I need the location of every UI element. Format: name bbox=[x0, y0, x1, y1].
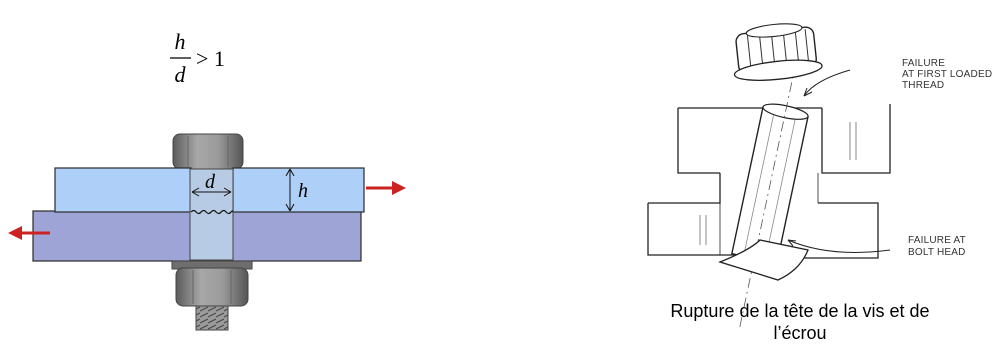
bolt-failure-figure: FAILURE AT FIRST LOADED THREAD FAILURE A… bbox=[560, 0, 1000, 356]
formula-denominator: d bbox=[175, 62, 187, 87]
load-arrow-right bbox=[366, 181, 406, 195]
callout-top-line-2: AT FIRST LOADED bbox=[902, 69, 992, 80]
caption-line-1: Rupture de la tête de la vis et de bbox=[670, 301, 930, 321]
tilted-bolt bbox=[731, 62, 809, 328]
figure-caption: Rupture de la tête de la vis et de l’écr… bbox=[600, 300, 1000, 344]
bolt-thread bbox=[195, 305, 229, 331]
countersunk-head bbox=[718, 239, 809, 281]
formula-numerator: h bbox=[175, 29, 186, 54]
upper-plate-left bbox=[54, 167, 192, 213]
leader-top bbox=[803, 69, 851, 97]
callout-top: FAILURE AT FIRST LOADED THREAD bbox=[902, 58, 992, 91]
height-dimension: h bbox=[285, 168, 308, 212]
diameter-dimension: d bbox=[191, 171, 232, 197]
upper-plate-right bbox=[232, 167, 365, 213]
shear-plane bbox=[190, 209, 233, 215]
flange-nut bbox=[733, 23, 823, 81]
caption-line-2: l’écrou bbox=[773, 323, 827, 343]
leader-bottom bbox=[787, 239, 891, 253]
bolt-joint-figure: h d > 1 bbox=[8, 29, 406, 331]
bolt-failure-drawing: FAILURE AT FIRST LOADED THREAD FAILURE A… bbox=[647, 23, 992, 328]
formula-relation: > 1 bbox=[196, 46, 225, 71]
callout-top-line-3: THREAD bbox=[902, 80, 944, 91]
callout-bottom: FAILURE AT BOLT HEAD bbox=[908, 235, 966, 258]
plate-hatching bbox=[699, 122, 857, 245]
lower-plate-outline-left bbox=[647, 203, 735, 256]
upper-plate-outline-left bbox=[677, 108, 720, 174]
bolt-shank bbox=[189, 168, 234, 261]
callout-bottom-line-2: BOLT HEAD bbox=[908, 247, 966, 258]
height-label: h bbox=[298, 180, 308, 202]
diameter-label: d bbox=[205, 171, 216, 193]
bolt-joint-diagram: h d > 1 bbox=[8, 29, 406, 331]
load-arrow-left bbox=[8, 226, 50, 240]
ratio-formula: h d > 1 bbox=[170, 29, 225, 87]
lower-plate-outline-right bbox=[800, 202, 879, 259]
nut bbox=[171, 260, 253, 307]
upper-plate-outline-right bbox=[821, 104, 891, 174]
bolt-head bbox=[172, 133, 244, 170]
callout-top-line-1: FAILURE bbox=[902, 58, 945, 69]
callout-bottom-line-1: FAILURE AT bbox=[908, 235, 966, 246]
